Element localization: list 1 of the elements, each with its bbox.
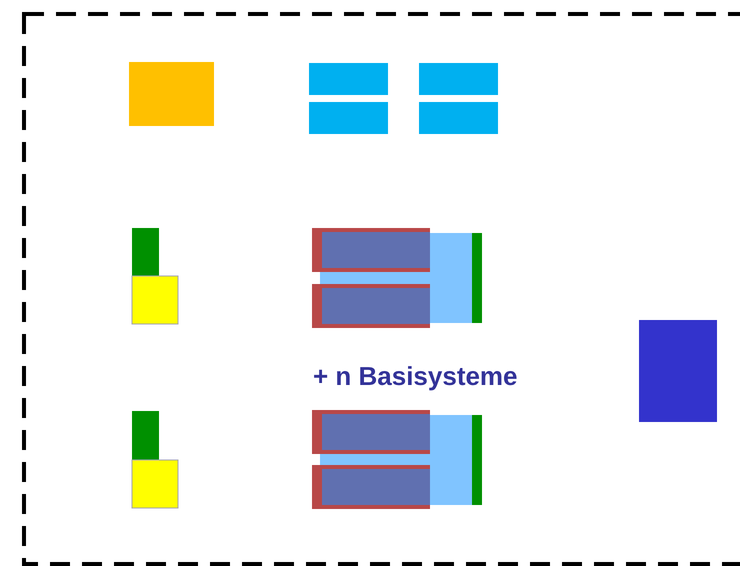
- caption-text: + n Basisysteme: [313, 361, 518, 391]
